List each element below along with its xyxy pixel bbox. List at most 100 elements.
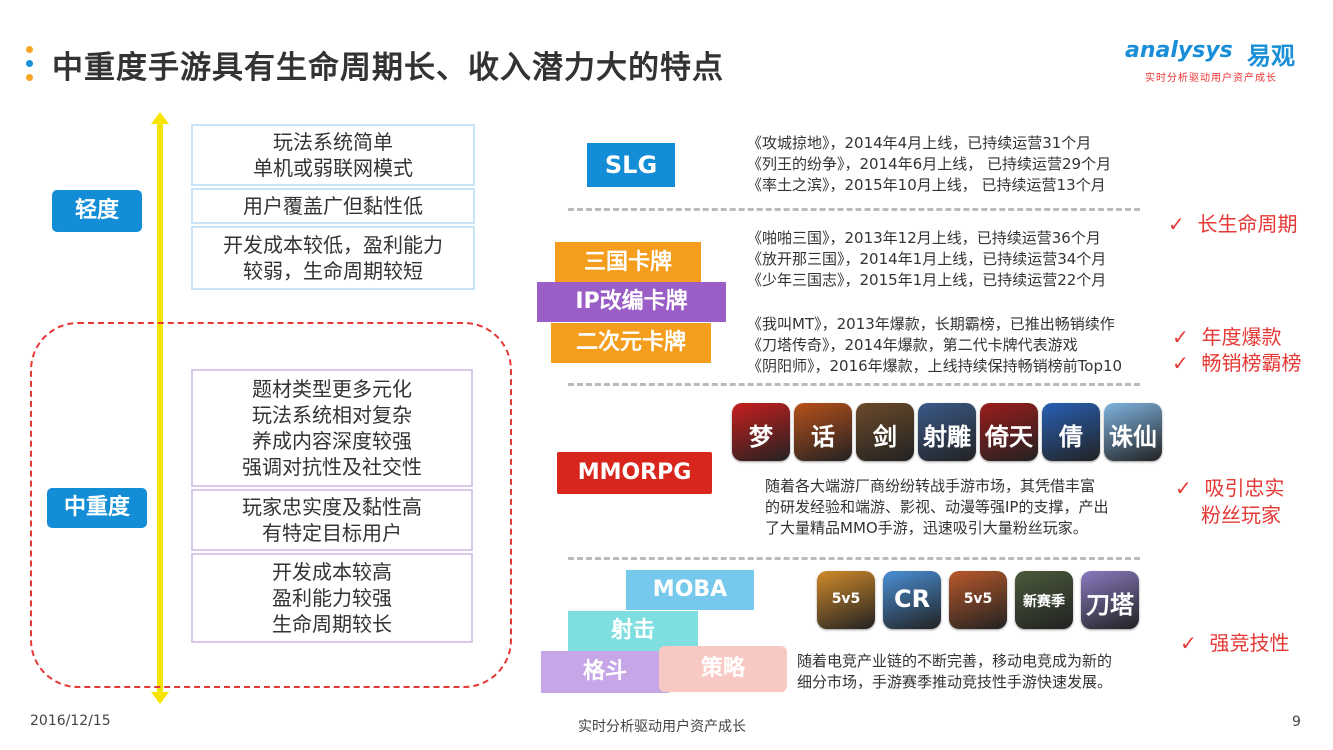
shooter-tag: 射击 [568, 611, 698, 651]
slg-check-text: 长生命周期 [1197, 212, 1298, 236]
slg-line: 《列王的纷争》，2014年6月上线， 已持续运营29个月 [747, 155, 1112, 173]
menghuan-glyph: 梦 [749, 423, 773, 451]
warrior-icon: 剑 [856, 403, 914, 461]
footer-center: 实时分析驱动用户资产成长 [578, 719, 746, 735]
card-check-1: ✓ 年度爆款 [1172, 321, 1281, 350]
axis-arrow-down-icon [151, 692, 169, 704]
card-tag-sanguo: 三国卡牌 [555, 242, 701, 284]
heavy-box-3-line: 生命周期较长 [272, 612, 392, 636]
section-divider [568, 383, 1140, 386]
logo-en: analysys [1125, 38, 1233, 63]
heavy-box-3-line: 盈利能力较强 [272, 586, 392, 610]
axis-arrow-up-icon [151, 112, 169, 124]
strategy-tag: 策略 [659, 646, 787, 692]
light-box-3-line: 开发成本较低，盈利能力 [223, 233, 443, 257]
check-icon: ✓ [1172, 351, 1189, 375]
fighting-tag: 格斗 [541, 651, 669, 693]
qianqiu-glyph: 倩 [1059, 423, 1083, 451]
slg-tag: SLG [587, 143, 675, 187]
card-line: 《我叫MT》，2013年爆款，长期霸榜，已推出畅销续作 [747, 315, 1115, 333]
card-line: 《啪啪三国》，2013年12月上线，已持续运营36个月 [747, 229, 1101, 247]
title-dot-2 [26, 60, 33, 67]
heavy-box-1-line: 强调对抗性及社交性 [242, 455, 422, 479]
zhuxian-glyph: 诛仙 [1109, 423, 1157, 451]
moba-check: ✓ 强竞技性 [1180, 627, 1289, 656]
card-desc-a: 《啪啪三国》，2013年12月上线，已持续运营36个月 《放开那三国》，2014… [747, 228, 1106, 291]
menghuan-icon: 梦 [732, 403, 790, 461]
light-box-1-line: 单机或弱联网模式 [253, 156, 413, 180]
section-divider [568, 557, 1140, 560]
yitian-icon: 倚天 [980, 403, 1038, 461]
moba-check-text: 强竞技性 [1209, 631, 1290, 655]
moba-tag: MOBA [626, 570, 754, 610]
heavy-box-3: 开发成本较高 盈利能力较强 生命周期较长 [191, 553, 473, 643]
slg-line: 《攻城掠地》，2014年4月上线，已持续运营31个月 [747, 134, 1092, 152]
light-box-2: 用户覆盖广但黏性低 [191, 188, 475, 224]
card-tag-ip: IP改编卡牌 [537, 282, 726, 322]
daota-glyph: 刀塔 [1086, 591, 1134, 619]
mmorpg-line: 随着各大端游厂商纷纷转战手游市场，其凭借丰富 [765, 477, 1096, 495]
heavy-highlight-frame [30, 322, 512, 688]
heavy-box-3-line: 开发成本较高 [272, 560, 392, 584]
shediao-glyph: 射雕 [923, 423, 971, 451]
card-line: 《放开那三国》，2014年1月上线，已持续运营34个月 [747, 250, 1107, 268]
moba-icon-row: 5v5 CR 5v5 新赛季 刀塔 [817, 571, 1147, 633]
heavy-label: 中重度 [47, 488, 147, 528]
mmorpg-line: 的研发经验和端游、影视、动漫等强IP的支撑，产出 [765, 498, 1109, 516]
footer-date: 2016/12/15 [30, 713, 111, 729]
card-check-text: 年度爆款 [1201, 325, 1282, 349]
mmorpg-check: ✓ 吸引忠实 [1175, 472, 1284, 501]
dahuaxiyou-icon: 话 [794, 403, 852, 461]
logo-tagline: 实时分析驱动用户资产成长 [1145, 73, 1277, 84]
slg-desc: 《攻城掠地》，2014年4月上线，已持续运营31个月 《列王的纷争》，2014年… [747, 133, 1111, 196]
intensity-axis [157, 118, 163, 701]
moba-line: 随着电竞产业链的不断完善，移动电竞成为新的 [797, 652, 1113, 670]
shediao-icon: 射雕 [918, 403, 976, 461]
card-check-text: 畅销榜霸榜 [1201, 351, 1302, 375]
check-icon: ✓ [1168, 212, 1185, 236]
logo-cn: 易观 [1247, 42, 1295, 70]
clash-royale-glyph: CR [893, 585, 931, 613]
heavy-box-2-line: 有特定目标用户 [262, 521, 402, 545]
mmorpg-desc: 随着各大端游厂商纷纷转战手游市场，其凭借丰富 的研发经验和端游、影视、动漫等强I… [765, 476, 1108, 539]
heavy-box-1-line: 玩法系统相对复杂 [252, 403, 412, 427]
dahuaxiyou-glyph: 话 [811, 423, 835, 451]
light-label: 轻度 [52, 190, 142, 232]
wangzhe-icon: 5v5 [817, 571, 875, 629]
mmorpg-line: 了大量精品MMO手游，迅速吸引大量粉丝玩家。 [765, 519, 1088, 537]
card-line: 《少年三国志》，2015年1月上线，已持续运营22个月 [747, 271, 1107, 289]
moba-desc: 随着电竞产业链的不断完善，移动电竞成为新的 细分市场，手游赛季推动竞技性手游快速… [797, 651, 1112, 693]
wangzhe-glyph: 5v5 [831, 591, 861, 607]
moba-hero-glyph: 5v5 [963, 591, 993, 607]
card-desc-b: 《我叫MT》，2013年爆款，长期霸榜，已推出畅销续作 《刀塔传奇》，2014年… [747, 314, 1122, 377]
qianqiu-icon: 倩 [1042, 403, 1100, 461]
moba-hero-icon: 5v5 [949, 571, 1007, 629]
title-dot-3 [26, 74, 33, 81]
card-line: 《阴阳师》，2016年爆款，上线持续保持畅销榜前Top10 [747, 357, 1123, 375]
slg-check: ✓ 长生命周期 [1168, 208, 1297, 237]
card-line: 《刀塔传奇》，2014年爆款，第二代卡牌代表游戏 [747, 336, 1078, 354]
mmorpg-icon-row: 梦 话 剑射雕倚天倩诛仙 [732, 403, 1172, 465]
page-number: 9 [1292, 714, 1301, 730]
section-divider [568, 208, 1140, 211]
card-check-2: ✓ 畅销榜霸榜 [1172, 347, 1301, 376]
check-icon: ✓ [1180, 631, 1197, 655]
zhuxian-icon: 诛仙 [1104, 403, 1162, 461]
daota-icon: 刀塔 [1081, 571, 1139, 629]
warrior-glyph: 剑 [873, 423, 897, 451]
check-icon: ✓ [1172, 325, 1189, 349]
moba-line: 细分市场，手游赛季推动竞技性手游快速发展。 [797, 673, 1113, 691]
light-box-1: 玩法系统简单 单机或弱联网模式 [191, 124, 475, 186]
brand-logo: analysys 易观 实时分析驱动用户资产成长 [1125, 38, 1305, 88]
heavy-box-1-line: 养成内容深度较强 [252, 429, 412, 453]
check-icon: ✓ [1175, 476, 1192, 500]
light-box-3: 开发成本较低，盈利能力 较弱，生命周期较短 [191, 226, 475, 290]
mmorpg-tag: MMORPG [557, 452, 712, 494]
slg-line: 《率土之滨》，2015年10月上线， 已持续运营13个月 [747, 176, 1106, 194]
shooter-glyph: 新赛季 [1023, 594, 1065, 610]
card-tag-acg: 二次元卡牌 [551, 323, 711, 363]
mmorpg-check-text: 吸引忠实 [1204, 476, 1285, 500]
heavy-box-1: 题材类型更多元化 玩法系统相对复杂 养成内容深度较强 强调对抗性及社交性 [191, 369, 473, 487]
heavy-box-2-line: 玩家忠实度及黏性高 [242, 495, 422, 519]
light-box-3-line: 较弱，生命周期较短 [243, 259, 423, 283]
